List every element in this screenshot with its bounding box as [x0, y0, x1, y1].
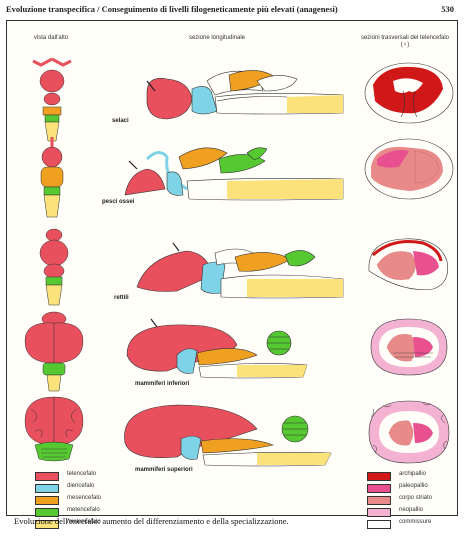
transverse-mammiferi-superiori — [363, 397, 455, 467]
top-view-mammiferi-inferiori — [21, 309, 87, 393]
legend-swatch — [367, 496, 391, 505]
transverse-pesci-ossei — [363, 137, 455, 201]
longitudinal-mammiferi-superiori — [107, 399, 347, 469]
legend-item-telencefalo: telencefalo — [35, 471, 155, 481]
legend-swatch — [35, 496, 59, 505]
longitudinal-rettili — [107, 235, 347, 305]
legend-item-corpo-striato: corpo striato — [367, 495, 453, 505]
transverse-rettili — [363, 231, 455, 295]
page-title: Evoluzione transpecifica / Conseguimento… — [6, 4, 338, 14]
page-header: Evoluzione transpecifica / Conseguimento… — [6, 4, 458, 20]
legend-swatch — [367, 484, 391, 493]
longitudinal-selaci — [107, 61, 347, 131]
species-label-pesci-ossei: pesci ossei — [102, 199, 134, 205]
figure-caption: Evoluzione dell'encefalo: aumento del di… — [14, 516, 454, 526]
transverse-selaci — [363, 61, 455, 125]
legend-item-archipallio: archipallio — [367, 471, 453, 481]
species-label-mammiferi-inferiori: mammiferi inferiori — [135, 381, 189, 387]
column-title-longitudinal: sezione longitudinale — [157, 35, 277, 41]
top-view-rettili — [29, 227, 79, 307]
column-title-transverse: sezioni trasversali del telencefalo (♀) — [357, 35, 453, 49]
top-view-selaci — [27, 55, 77, 145]
page-number: 530 — [441, 4, 454, 14]
legend-swatch — [35, 484, 59, 493]
legend-swatch — [35, 472, 59, 481]
top-view-mammiferi-superiori — [21, 393, 87, 469]
top-view-pesci-ossei — [27, 133, 77, 223]
longitudinal-pesci-ossei — [107, 139, 347, 209]
species-label-rettili: rettili — [114, 295, 129, 301]
longitudinal-mammiferi-inferiori — [107, 315, 347, 385]
column-title-top-view: vista dall'alto — [21, 35, 81, 41]
transverse-mammiferi-inferiori — [363, 313, 455, 381]
species-label-selaci: selaci — [112, 118, 129, 124]
figure-frame: vista dall'alto sezione longitudinale se… — [6, 20, 458, 516]
legend-item-diencefalo: diencefalo — [35, 483, 155, 493]
legend-swatch — [367, 472, 391, 481]
legend-item-mesencefalo: mesencefalo — [35, 495, 155, 505]
legend-item-paleopallio: paleopallio — [367, 483, 453, 493]
